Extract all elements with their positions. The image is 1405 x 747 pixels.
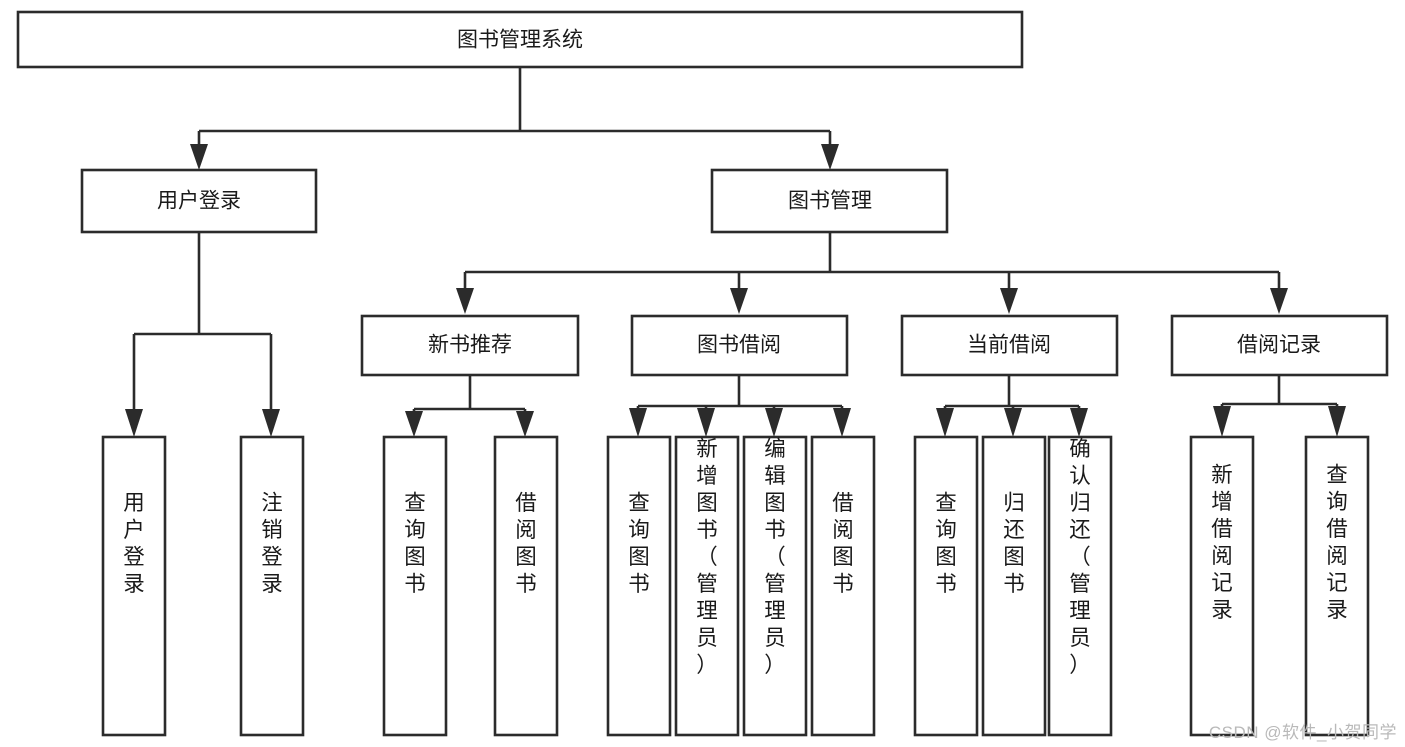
node-borrow-record-label: 借阅记录	[1237, 334, 1321, 357]
connector-group-borrow	[629, 375, 851, 437]
node-book-borrow[interactable]: 图书借阅	[630, 314, 849, 377]
arrow-current-leaf-1	[936, 408, 954, 437]
node-borrow-record-box[interactable]	[1170, 314, 1389, 377]
node-root-box[interactable]	[16, 10, 1024, 69]
leaf-current-borrow-2[interactable]: 归还图书	[981, 435, 1047, 737]
arrow-current-leaf-3	[1070, 408, 1088, 437]
node-user-login[interactable]: 用户登录	[80, 168, 318, 234]
arrow-root-to-user-login	[190, 144, 208, 170]
leaf-new-book-2-box[interactable]	[493, 435, 559, 737]
node-book-management-box[interactable]	[710, 168, 949, 234]
connector-group-root	[190, 67, 839, 170]
leaf-new-book-1-box[interactable]	[382, 435, 448, 737]
node-new-book-recommend[interactable]: 新书推荐	[360, 314, 580, 377]
node-current-borrow[interactable]: 当前借阅	[900, 314, 1119, 377]
leaf-user-login-1-box[interactable]	[101, 435, 167, 737]
leaf-new-book-1[interactable]: 查询图书	[382, 435, 448, 737]
node-borrow-record[interactable]: 借阅记录	[1170, 314, 1389, 377]
leaf-current-borrow-2-box[interactable]	[981, 435, 1047, 737]
leaf-borrow-record-1-box[interactable]	[1189, 435, 1255, 737]
leaf-user-login-2-box[interactable]	[239, 435, 305, 737]
leaf-book-borrow-2-label: 新增图书（管理员）	[696, 437, 718, 677]
arrow-user-login-leaf-2	[262, 409, 280, 437]
leaf-current-borrow-1-box[interactable]	[913, 435, 979, 737]
connector-group-new-book	[405, 375, 534, 437]
arrow-user-login-leaf-1	[125, 409, 143, 437]
leaf-user-login-2-label: 注销登录	[261, 491, 283, 596]
connector-group-user-login	[125, 232, 280, 437]
node-current-borrow-label: 当前借阅	[967, 334, 1051, 357]
leaf-user-login-2[interactable]: 注销登录	[239, 435, 305, 737]
leaf-new-book-2-label: 借阅图书	[515, 491, 537, 596]
leaf-borrow-record-2-box[interactable]	[1304, 435, 1370, 737]
leaf-current-borrow-2-label: 归还图书	[1003, 491, 1025, 596]
leaf-user-login-1[interactable]: 用户登录	[101, 435, 167, 737]
leaf-book-borrow-1-box[interactable]	[606, 435, 672, 737]
connector-group-borrow-record	[1213, 375, 1346, 437]
arrow-current-leaf-2	[1004, 408, 1022, 437]
arrow-borrow-leaf-4	[833, 408, 851, 437]
arrow-root-to-book-mgmt	[821, 144, 839, 170]
leaf-book-borrow-2-box[interactable]	[674, 435, 740, 737]
node-root-system[interactable]: 图书管理系统	[16, 10, 1024, 69]
arrow-new-book-leaf-2	[516, 411, 534, 437]
node-book-borrow-box[interactable]	[630, 314, 849, 377]
node-book-management[interactable]: 图书管理	[710, 168, 949, 234]
arrow-book-mgmt-to-borrow	[730, 288, 748, 314]
node-current-borrow-box[interactable]	[900, 314, 1119, 377]
leaf-book-borrow-4[interactable]: 借阅图书	[810, 435, 876, 737]
arrow-borrow-leaf-3	[765, 408, 783, 437]
leaf-new-book-2[interactable]: 借阅图书	[493, 435, 559, 737]
arrow-book-mgmt-to-current	[1000, 288, 1018, 314]
leaf-new-book-1-label: 查询图书	[404, 491, 426, 596]
leaf-current-borrow-3-label: 确认归还（管理员）	[1069, 437, 1091, 677]
leaf-user-login-1-label: 用户登录	[123, 491, 145, 596]
arrow-borrow-leaf-2	[697, 408, 715, 437]
node-user-login-label: 用户登录	[157, 190, 241, 213]
leaf-book-borrow-1-label: 查询图书	[628, 491, 650, 596]
leaf-current-borrow-3[interactable]: 确认归还（管理员）	[1047, 435, 1113, 737]
leaf-book-borrow-3-box[interactable]	[742, 435, 808, 737]
arrow-borrow-leaf-1	[629, 408, 647, 437]
leaf-book-borrow-3[interactable]: 编辑图书（管理员）	[742, 435, 808, 737]
arrow-record-leaf-1	[1213, 406, 1231, 437]
leaf-borrow-record-1[interactable]: 新增借阅记录	[1189, 435, 1255, 737]
connector-group-book-mgmt	[456, 232, 1288, 314]
leaf-current-borrow-1-label: 查询图书	[935, 491, 957, 596]
arrow-new-book-leaf-1	[405, 411, 423, 437]
leaf-borrow-record-1-label: 新增借阅记录	[1211, 463, 1233, 622]
leaf-book-borrow-1[interactable]: 查询图书	[606, 435, 672, 737]
leaf-book-borrow-3-label: 编辑图书（管理员）	[764, 437, 786, 677]
arrow-record-leaf-2	[1328, 406, 1346, 437]
csdn-watermark: CSDN @软件_小贺同学	[1208, 723, 1397, 742]
leaf-current-borrow-3-box[interactable]	[1047, 435, 1113, 737]
node-book-management-label: 图书管理	[788, 190, 872, 213]
arrow-book-mgmt-to-record	[1270, 288, 1288, 314]
connector-group-current-borrow	[936, 375, 1088, 437]
node-new-book-recommend-label: 新书推荐	[428, 334, 512, 357]
node-book-borrow-label: 图书借阅	[697, 334, 781, 357]
leaf-borrow-record-2[interactable]: 查询借阅记录	[1304, 435, 1370, 737]
leaf-book-borrow-2[interactable]: 新增图书（管理员）	[674, 435, 740, 737]
leaf-current-borrow-1[interactable]: 查询图书	[913, 435, 979, 737]
leaf-book-borrow-4-box[interactable]	[810, 435, 876, 737]
node-user-login-box[interactable]	[80, 168, 318, 234]
node-root-label: 图书管理系统	[457, 29, 583, 52]
node-new-book-recommend-box[interactable]	[360, 314, 580, 377]
leaf-borrow-record-2-label: 查询借阅记录	[1326, 463, 1348, 622]
leaf-book-borrow-4-label: 借阅图书	[832, 491, 854, 596]
arrow-book-mgmt-to-new-book	[456, 288, 474, 314]
